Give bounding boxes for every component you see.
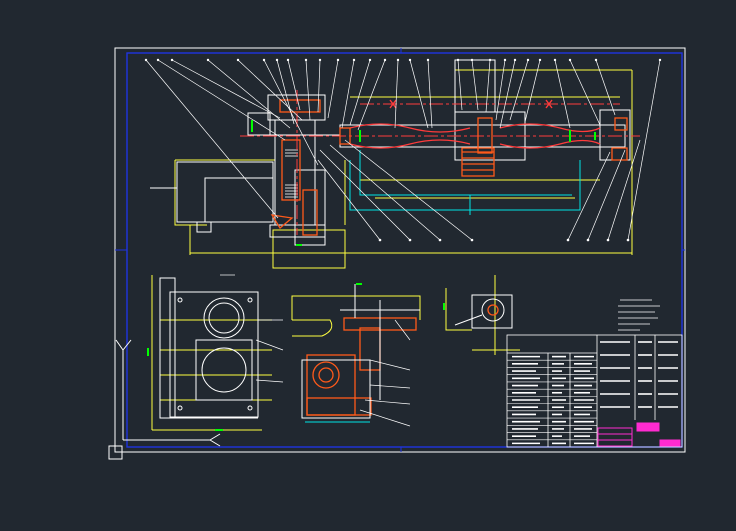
balloon-dot: [568, 58, 572, 62]
gear-teeth: [285, 149, 298, 198]
bracket-detail-view: [291, 283, 421, 427]
motor-housing: [150, 161, 274, 233]
title-block-row-text: [512, 341, 678, 445]
green-marks: [251, 120, 596, 246]
balloon-dot: [456, 58, 460, 62]
balloon-dot: [396, 58, 400, 62]
title-block: [506, 334, 683, 448]
shaft-centerline: [240, 90, 640, 235]
center-marks: [389, 99, 553, 109]
balloon-dot: [426, 58, 430, 62]
balloon-dot: [170, 58, 174, 62]
balloon-dot: [383, 58, 387, 62]
balloon-dots: [144, 58, 662, 62]
main-dimension-lines: [174, 69, 633, 269]
title-block-accent: [597, 422, 681, 447]
balloon-dot: [352, 58, 356, 62]
balloon-dot: [262, 58, 266, 62]
leader-dots: [378, 238, 630, 242]
balloon-dot: [553, 58, 557, 62]
sheet-outer-frame: [114, 47, 686, 453]
balloon-dot: [503, 58, 507, 62]
balloon-dot: [594, 58, 598, 62]
title-block-rows: [507, 359, 597, 441]
main-alt-dimension-lines: [349, 150, 581, 215]
balloon-dot: [526, 58, 530, 62]
gearbox-hatch: [270, 99, 321, 236]
shaft-ribs: [349, 123, 601, 149]
balloon-dot: [408, 58, 412, 62]
technical-notes: [618, 299, 660, 331]
frame-ticks: [115, 48, 685, 452]
balloon-dot: [538, 58, 542, 62]
bearing-end-view: [443, 275, 520, 355]
balloon-dot: [236, 58, 240, 62]
balloon-dot: [368, 58, 372, 62]
balloon-dot: [658, 58, 662, 62]
balloon-dot: [304, 58, 308, 62]
balloon-dot: [318, 58, 322, 62]
ucs-axis-icon: [108, 339, 221, 460]
main-leader-lines: [145, 59, 661, 241]
balloon-dot: [488, 58, 492, 62]
balloon-dot: [275, 58, 279, 62]
housing-side-view: [147, 274, 284, 431]
balloon-dot: [470, 58, 474, 62]
main-shaft: [270, 59, 631, 161]
drum-hatch: [339, 117, 628, 177]
balloon-dot: [513, 58, 517, 62]
balloon-dot: [286, 58, 290, 62]
balloon-dot: [206, 58, 210, 62]
main-assembly-view: [145, 59, 661, 269]
balloon-dot: [336, 58, 340, 62]
balloon-dot: [144, 58, 148, 62]
balloon-dot: [156, 58, 160, 62]
